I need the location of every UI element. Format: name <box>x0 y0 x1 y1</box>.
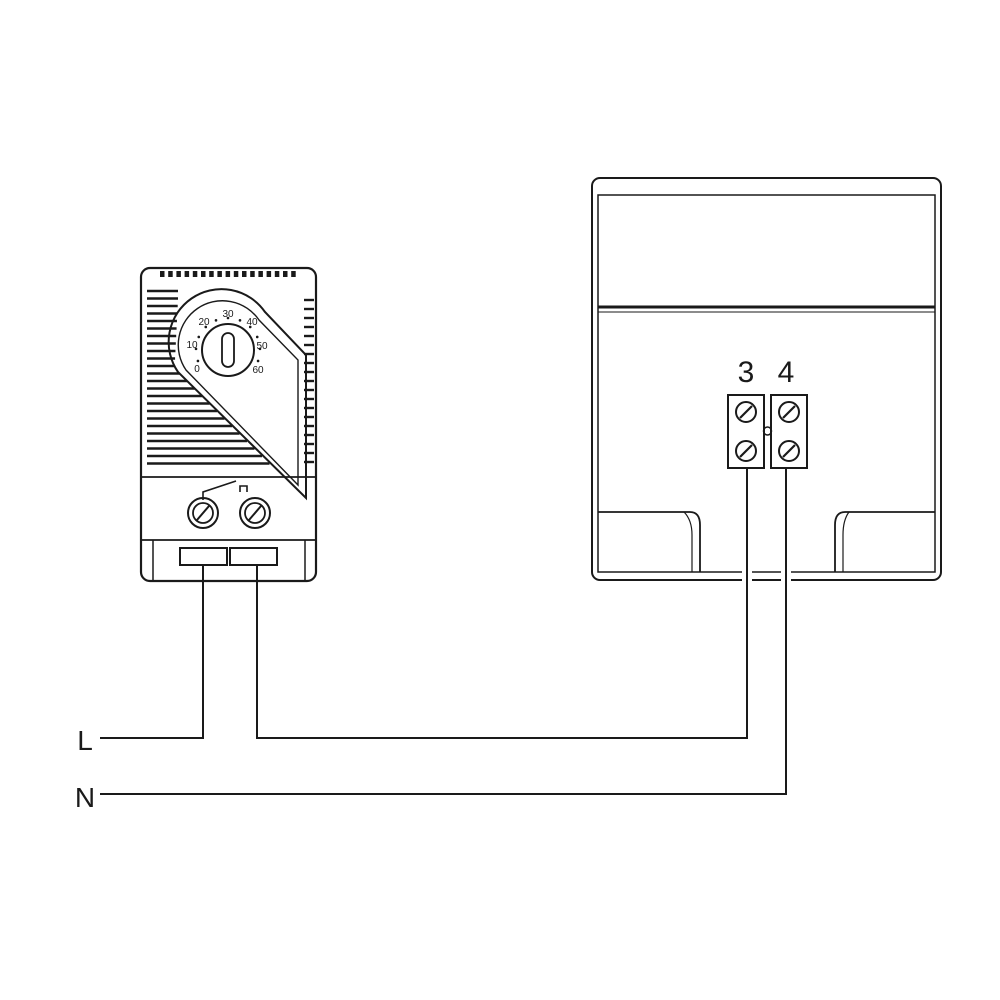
screw-slot <box>196 505 210 521</box>
scale-dot <box>194 347 198 351</box>
wire-line-to-thermostat <box>100 565 204 739</box>
terminal-block-center-hole <box>762 426 773 436</box>
scale-label-20: 20 <box>198 317 210 328</box>
thermostat-top-vents <box>160 271 296 277</box>
cable-clip-right <box>229 547 278 566</box>
vent-slot <box>283 271 288 277</box>
scale-dot <box>197 335 201 339</box>
scale-dot <box>256 359 260 363</box>
screw-head-icon[interactable] <box>778 401 800 423</box>
terminal-screw-left[interactable] <box>187 497 219 529</box>
terminal-label-3: 3 <box>738 356 755 389</box>
vent-slot <box>184 271 190 277</box>
thermostat: 0 10 20 30 40 50 60 <box>139 266 318 583</box>
contact-symbol-icon <box>202 480 248 500</box>
vent-slot <box>201 271 206 277</box>
vent-slot <box>274 271 280 277</box>
screw-slot <box>782 444 796 458</box>
dial-bezel-inner <box>177 300 299 487</box>
scale-dot <box>238 319 242 322</box>
heater: 3 4 <box>591 177 942 581</box>
terminal-block-4 <box>770 394 808 469</box>
scale-dots <box>194 316 262 363</box>
temperature-knob[interactable] <box>201 323 255 377</box>
scale-label-40: 40 <box>246 317 258 328</box>
vent-slot <box>160 271 165 277</box>
vent-slot <box>225 271 231 277</box>
screw-slot <box>739 405 753 419</box>
vent-slot <box>217 271 222 277</box>
heater-foot-right-inner <box>842 511 850 572</box>
wiring <box>100 468 791 795</box>
screw-slot <box>739 444 753 458</box>
heater-foot-left <box>598 511 701 572</box>
heater-foot-left-inner <box>683 511 693 572</box>
heater-terminal-block <box>727 394 808 469</box>
vent-slot <box>209 271 214 277</box>
scale-label-30: 30 <box>222 309 234 320</box>
scale-dot <box>248 325 252 329</box>
vent-slot <box>192 271 198 277</box>
screw-head-icon <box>244 502 266 524</box>
screw-slot <box>248 505 262 521</box>
vent-slot <box>250 271 255 277</box>
vent-slot <box>291 271 296 277</box>
vent-slot <box>258 271 263 277</box>
scale-label-60: 60 <box>252 365 264 376</box>
heater-terminal-4-bottom[interactable] <box>778 440 800 462</box>
terminal-block-3 <box>727 394 765 469</box>
screw-head-icon[interactable] <box>735 440 757 462</box>
cable-clip-left <box>179 547 228 566</box>
scale-label-0: 0 <box>194 364 200 375</box>
scale-dot <box>196 359 200 363</box>
scale-label-10: 10 <box>186 340 198 351</box>
screw-slot <box>782 405 796 419</box>
supply-label-neutral: N <box>75 782 95 813</box>
thermostat-terminal-right[interactable] <box>239 497 271 529</box>
heater-housing <box>591 177 942 581</box>
terminal-screw-right[interactable] <box>239 497 271 529</box>
wire-thermostat-to-terminal-3 <box>256 468 748 739</box>
supply-label-line: L <box>77 725 93 756</box>
vent-slot <box>168 271 173 277</box>
heater-terminal-4-top[interactable] <box>778 401 800 423</box>
vent-slot <box>233 271 239 277</box>
vent-slot <box>176 271 181 277</box>
thermostat-terminal-left[interactable] <box>187 497 219 529</box>
thermostat-housing <box>139 266 318 583</box>
screw-head-icon[interactable] <box>778 440 800 462</box>
scale-dot <box>204 325 208 329</box>
dial-bezel <box>167 288 307 501</box>
heater-foot-right <box>834 511 935 572</box>
vent-slot <box>242 271 247 277</box>
scale-dot <box>226 316 230 320</box>
screw-head-icon[interactable] <box>735 401 757 423</box>
scale-label-50: 50 <box>256 341 268 352</box>
scale-dot <box>258 347 262 351</box>
terminal-label-4: 4 <box>778 356 795 389</box>
knob-grip[interactable] <box>221 332 235 368</box>
heater-inner-frame <box>597 194 936 573</box>
heater-terminal-3-top[interactable] <box>735 401 757 423</box>
scale-dot <box>255 335 259 339</box>
vent-slot <box>266 271 272 277</box>
heater-terminal-3-bottom[interactable] <box>735 440 757 462</box>
screw-head-icon <box>192 502 214 524</box>
scale-dot <box>214 319 218 322</box>
knob-body[interactable] <box>201 323 255 377</box>
